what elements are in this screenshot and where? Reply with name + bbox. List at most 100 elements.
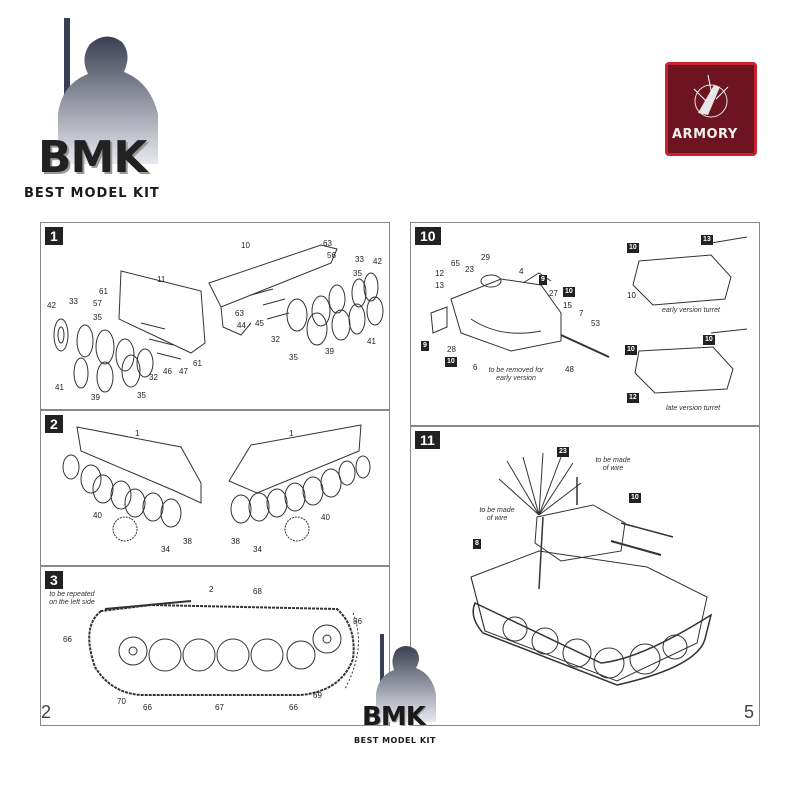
armory-logo: ARMORY (665, 62, 757, 156)
part-label: 10 (241, 241, 250, 250)
step-number: 11 (415, 431, 440, 449)
armory-emblem-icon (693, 74, 729, 118)
part-label: 66 (63, 635, 72, 644)
part-label: 57 (93, 299, 102, 308)
part-label: 35 (289, 353, 298, 362)
part-label: 63 (235, 309, 244, 318)
bmk-logo-text: BMK (38, 132, 147, 183)
part-label: 32 (149, 373, 158, 382)
part-label: 13 (701, 235, 713, 245)
page-number-right: 5 (744, 702, 755, 722)
part-label: 41 (55, 383, 64, 392)
brand-name: BEST MODEL KIT (24, 186, 160, 201)
step-3-panel: 3 to be repeated on the left side 2 68 6… (40, 566, 390, 726)
part-label: 46 (163, 367, 172, 376)
part-label: 53 (591, 319, 600, 328)
part-label: 28 (447, 345, 456, 354)
wire-note: to be made of wire (479, 507, 515, 522)
part-label: 10 (629, 493, 641, 503)
part-label: 2 (209, 585, 214, 594)
part-label: 86 (353, 617, 362, 626)
part-label: 10 (625, 345, 637, 355)
step-number: 2 (45, 415, 63, 433)
part-label: 10 (627, 243, 639, 253)
part-label: 63 (323, 239, 332, 248)
page-number-left: 2 (41, 702, 52, 722)
part-label: 47 (179, 367, 188, 376)
step-10-panel: 10 65 29 12 23 4 13 9 27 10 15 7 53 9 28… (410, 222, 760, 426)
part-label: 33 (355, 255, 364, 264)
part-label: 8 (473, 539, 481, 549)
suspension-assembly-drawing (53, 244, 384, 393)
part-label: 66 (289, 703, 298, 712)
part-label: 67 (215, 703, 224, 712)
part-label: 56 (327, 251, 336, 260)
part-label: 38 (183, 537, 192, 546)
step-note: to be repeated on the left side (49, 591, 95, 606)
part-label: 23 (557, 447, 569, 457)
part-label: 61 (99, 287, 108, 296)
part-label: 42 (373, 257, 382, 266)
part-label: 15 (563, 301, 572, 310)
part-label: 10 (563, 287, 575, 297)
part-label: 29 (481, 253, 490, 262)
turret-assembly-drawing (430, 236, 748, 394)
step-2-panel: 2 1 1 40 38 34 38 34 40 (40, 410, 390, 566)
step-number: 10 (415, 227, 441, 245)
step-11-panel: 11 23 10 8 to be made of wire to be made… (410, 426, 760, 726)
bmk-logo: BMK BEST MODEL KIT (18, 14, 178, 204)
part-label: 61 (193, 359, 202, 368)
part-label: 35 (93, 313, 102, 322)
part-label: 39 (91, 393, 100, 402)
part-label: 32 (271, 335, 280, 344)
part-label: 34 (253, 545, 262, 554)
part-label: 42 (47, 301, 56, 310)
part-label: 38 (231, 537, 240, 546)
part-label: 1 (135, 429, 140, 438)
part-label: 10 (627, 291, 636, 300)
part-label: 39 (325, 347, 334, 356)
armory-text: ARMORY (672, 127, 738, 142)
wheel-installation-drawing (62, 424, 371, 542)
part-label: 35 (353, 269, 362, 278)
part-label: 40 (321, 513, 330, 522)
part-label: 48 (565, 365, 574, 374)
early-turret-label: early version turret (662, 307, 720, 314)
part-label: 70 (117, 697, 126, 706)
part-label: 34 (161, 545, 170, 554)
part-label: 44 (237, 321, 246, 330)
part-label: 6 (473, 363, 478, 372)
part-label: 69 (313, 691, 322, 700)
part-label: 66 (143, 703, 152, 712)
wire-note: to be made of wire (595, 457, 631, 472)
part-label: 12 (435, 269, 444, 278)
part-label: 35 (137, 391, 146, 400)
removal-note: to be removed for early version (488, 367, 544, 382)
part-label: 4 (519, 267, 524, 276)
step-number: 3 (45, 571, 63, 589)
part-label: 10 (445, 357, 457, 367)
part-label: 9 (539, 275, 547, 285)
bmk-watermark: BMK BEST MODEL KIT (352, 632, 448, 750)
track-installation-drawing (88, 600, 359, 696)
step-1-panel: 1 10 63 56 33 42 11 61 57 35 33 (40, 222, 390, 410)
part-label: 1 (289, 429, 294, 438)
part-label: 13 (435, 281, 444, 290)
step-number: 1 (45, 227, 63, 245)
part-label: 65 (451, 259, 460, 268)
part-label: 9 (421, 341, 429, 351)
finished-tank-drawing (470, 452, 713, 686)
part-label: 41 (367, 337, 376, 346)
part-label: 68 (253, 587, 262, 596)
soldier-silhouette-icon (376, 634, 436, 722)
part-label: 12 (627, 393, 639, 403)
brand-name: BEST MODEL KIT (354, 736, 436, 745)
part-label: 11 (157, 275, 166, 284)
part-label: 40 (93, 511, 102, 520)
late-turret-label: late version turret (665, 405, 721, 412)
part-label: 27 (549, 289, 558, 298)
part-label: 23 (465, 265, 474, 274)
part-label: 33 (69, 297, 78, 306)
soldier-silhouette-icon (58, 18, 158, 164)
part-label: 10 (703, 335, 715, 345)
